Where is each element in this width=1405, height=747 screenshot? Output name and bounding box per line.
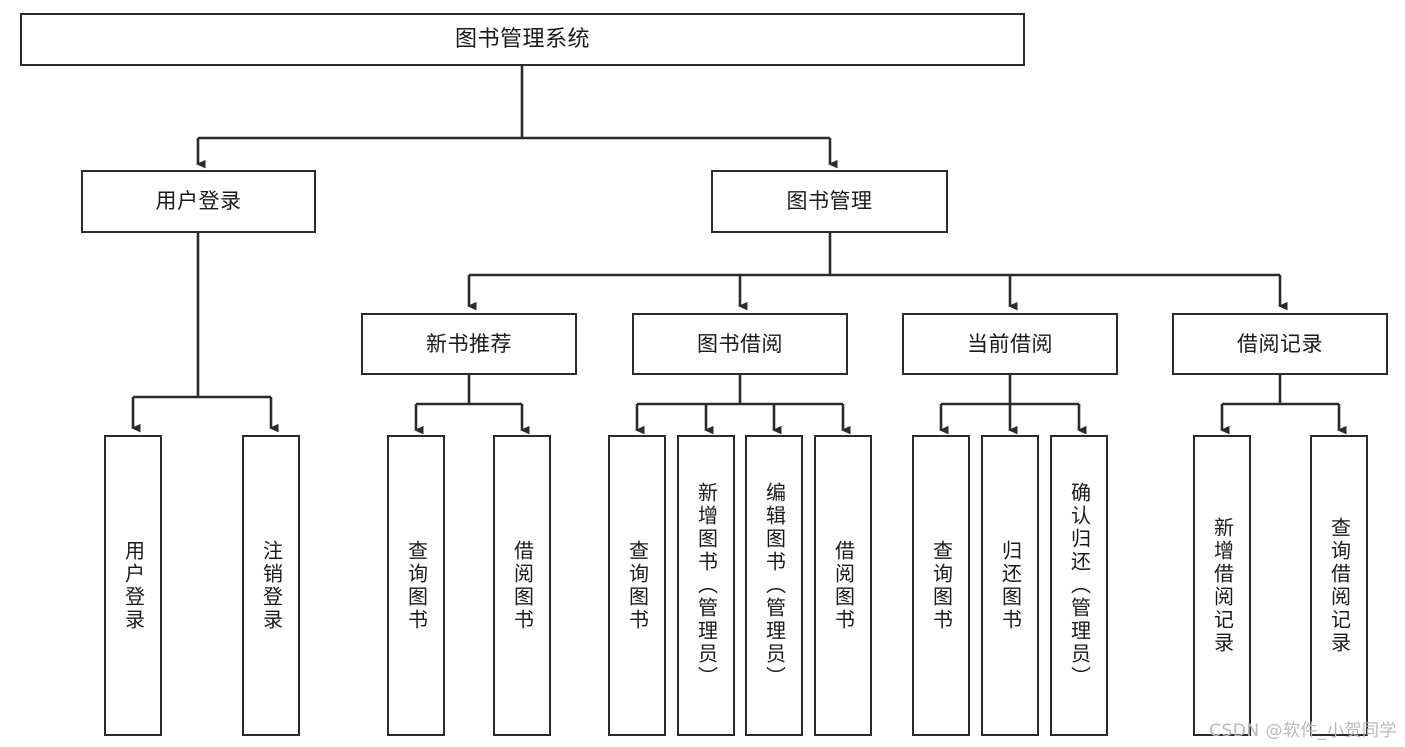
node-label: 用户登录 [121, 539, 146, 632]
node-label: 新增借阅记录 [1210, 516, 1235, 655]
leaf-add-book[interactable]: 新增图书（管理员） [677, 435, 735, 736]
node-label: 归还图书 [998, 539, 1023, 632]
node-new-book-recommend[interactable]: 新书推荐 [361, 313, 577, 375]
leaf-query-book-3[interactable]: 查询图书 [912, 435, 970, 736]
node-label: 确认归还（管理员） [1067, 482, 1092, 689]
node-label: 新增图书（管理员） [694, 482, 719, 689]
node-label: 图书管理系统 [454, 26, 590, 52]
node-root-system[interactable]: 图书管理系统 [20, 13, 1025, 66]
node-label: 新书推荐 [426, 331, 512, 356]
node-label: 查询图书 [625, 539, 650, 632]
node-book-borrow[interactable]: 图书借阅 [632, 313, 848, 375]
node-label: 用户登录 [155, 189, 242, 214]
node-label: 注销登录 [259, 539, 284, 632]
node-label: 图书管理 [786, 189, 873, 214]
leaf-borrow-book-1[interactable]: 借阅图书 [493, 435, 551, 736]
leaf-query-book-1[interactable]: 查询图书 [387, 435, 445, 736]
node-label: 查询图书 [929, 539, 954, 632]
node-label: 借阅记录 [1237, 331, 1323, 356]
leaf-borrow-book-2[interactable]: 借阅图书 [814, 435, 872, 736]
node-label: 借阅图书 [831, 539, 856, 632]
node-label: 图书借阅 [697, 331, 783, 356]
node-label: 当前借阅 [967, 331, 1053, 356]
leaf-query-record[interactable]: 查询借阅记录 [1310, 435, 1368, 736]
leaf-confirm-return[interactable]: 确认归还（管理员） [1050, 435, 1108, 736]
node-book-manage[interactable]: 图书管理 [711, 170, 948, 233]
node-label: 借阅图书 [510, 539, 535, 632]
node-label: 编辑图书（管理员） [762, 482, 787, 689]
leaf-edit-book[interactable]: 编辑图书（管理员） [745, 435, 803, 736]
csdn-watermark: CSDN @软件_小贺同学 [1209, 721, 1397, 741]
node-borrow-record[interactable]: 借阅记录 [1172, 313, 1388, 375]
leaf-add-record[interactable]: 新增借阅记录 [1193, 435, 1251, 736]
leaf-query-book-2[interactable]: 查询图书 [608, 435, 666, 736]
leaf-return-book[interactable]: 归还图书 [981, 435, 1039, 736]
node-label: 查询借阅记录 [1327, 516, 1352, 655]
node-current-borrow[interactable]: 当前借阅 [902, 313, 1118, 375]
node-user-login[interactable]: 用户登录 [81, 170, 316, 233]
leaf-user-login[interactable]: 用户登录 [104, 435, 162, 736]
leaf-logout-login[interactable]: 注销登录 [242, 435, 300, 736]
node-label: 查询图书 [404, 539, 429, 632]
